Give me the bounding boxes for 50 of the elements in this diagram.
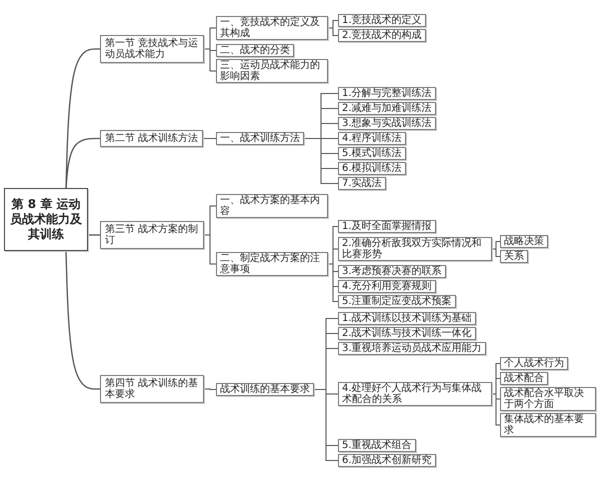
- subtopic-box: 3.考虑预赛决赛的联系: [338, 264, 446, 278]
- subtopic-box: 1.战术训练以技术训练为基础: [338, 312, 476, 324]
- section-box: 第四节 战术训练的基本要求: [100, 375, 204, 403]
- subtopic-box: 战术训练的基本要求: [216, 382, 314, 396]
- subtopic-box: 一、战术方案的基本内容: [216, 194, 328, 218]
- subtopic-box: 4.程序训练法: [338, 132, 406, 144]
- subtopic-box: 战术配合: [500, 372, 548, 384]
- subtopic-box: 三、运动员战术能力的影响因素: [216, 58, 328, 82]
- subtopic-box: 5.模式训练法: [338, 146, 406, 160]
- subtopic-box: 5.重视战术组合: [338, 438, 416, 452]
- subtopic-box: 1.分解与完整训练法: [338, 86, 436, 100]
- connector-line: [492, 248, 500, 257]
- subtopic-box: 4.处理好个人战术行为与集体战术配合的关系: [338, 382, 492, 406]
- connector-line: [304, 138, 338, 184]
- connector-line: [492, 394, 500, 426]
- subtopic-box: 集体战术的基本要求: [500, 412, 596, 436]
- connector-line: [328, 28, 338, 36]
- connector-line: [202, 138, 216, 139]
- subtopic-box: 一、竞技战术的定义及其构成: [216, 16, 328, 40]
- connector-line: [314, 389, 338, 461]
- subtopic-box: 1.竞技战术的定义: [338, 14, 426, 26]
- subtopic-box: 1.及时全面掌握情报: [338, 220, 436, 232]
- subtopic-box: 一、战术训练方法: [216, 132, 304, 144]
- subtopic-box: 2.准确分析敌我双方实际情况和比赛形势: [338, 236, 492, 260]
- subtopic-box: 关系: [500, 250, 528, 262]
- connector-line: [204, 234, 216, 264]
- subtopic-box: 5.注重制定应变战术预案: [338, 294, 456, 308]
- subtopic-box: 3.想象与实战训练法: [338, 116, 436, 130]
- connector-line: [328, 264, 338, 302]
- subtopic-box: 二、制定战术方案的注意事项: [216, 252, 328, 276]
- subtopic-box: 4.充分利用竞赛规则: [338, 280, 436, 292]
- subtopic-box: 3.重视培养运动员战术应用能力: [338, 342, 486, 354]
- subtopic-box: 2.战术训练与技术训练一体化: [338, 326, 476, 340]
- subtopic-box: 战术配合水平取决于两个方面: [500, 386, 596, 410]
- subtopic-box: 6.加强战术创新研究: [338, 454, 436, 466]
- subtopic-box: 二、战术的分类: [216, 44, 294, 56]
- subtopic-box: 7.实战法: [338, 176, 386, 190]
- subtopic-box: 战略决策: [500, 234, 548, 248]
- subtopic-box: 2.减难与加难训练法: [338, 102, 436, 114]
- subtopic-box: 个人战术行为: [500, 356, 568, 370]
- connector-line: [204, 388, 216, 390]
- subtopic-box: 2.竞技战术的构成: [338, 28, 426, 42]
- connector-line: [65, 138, 100, 188]
- central-topic-box: 第 8 章 运动员战术能力及其训练: [4, 188, 88, 250]
- connector-line: [88, 234, 100, 236]
- subtopic-box: 6.模拟训练法: [338, 162, 406, 174]
- section-box: 第一节 竞技战术与运动员战术能力: [100, 35, 204, 63]
- section-box: 第三节 战术方案的制订: [100, 220, 204, 248]
- connector-line: [65, 250, 100, 390]
- section-box: 第二节 战术训练方法: [100, 130, 204, 146]
